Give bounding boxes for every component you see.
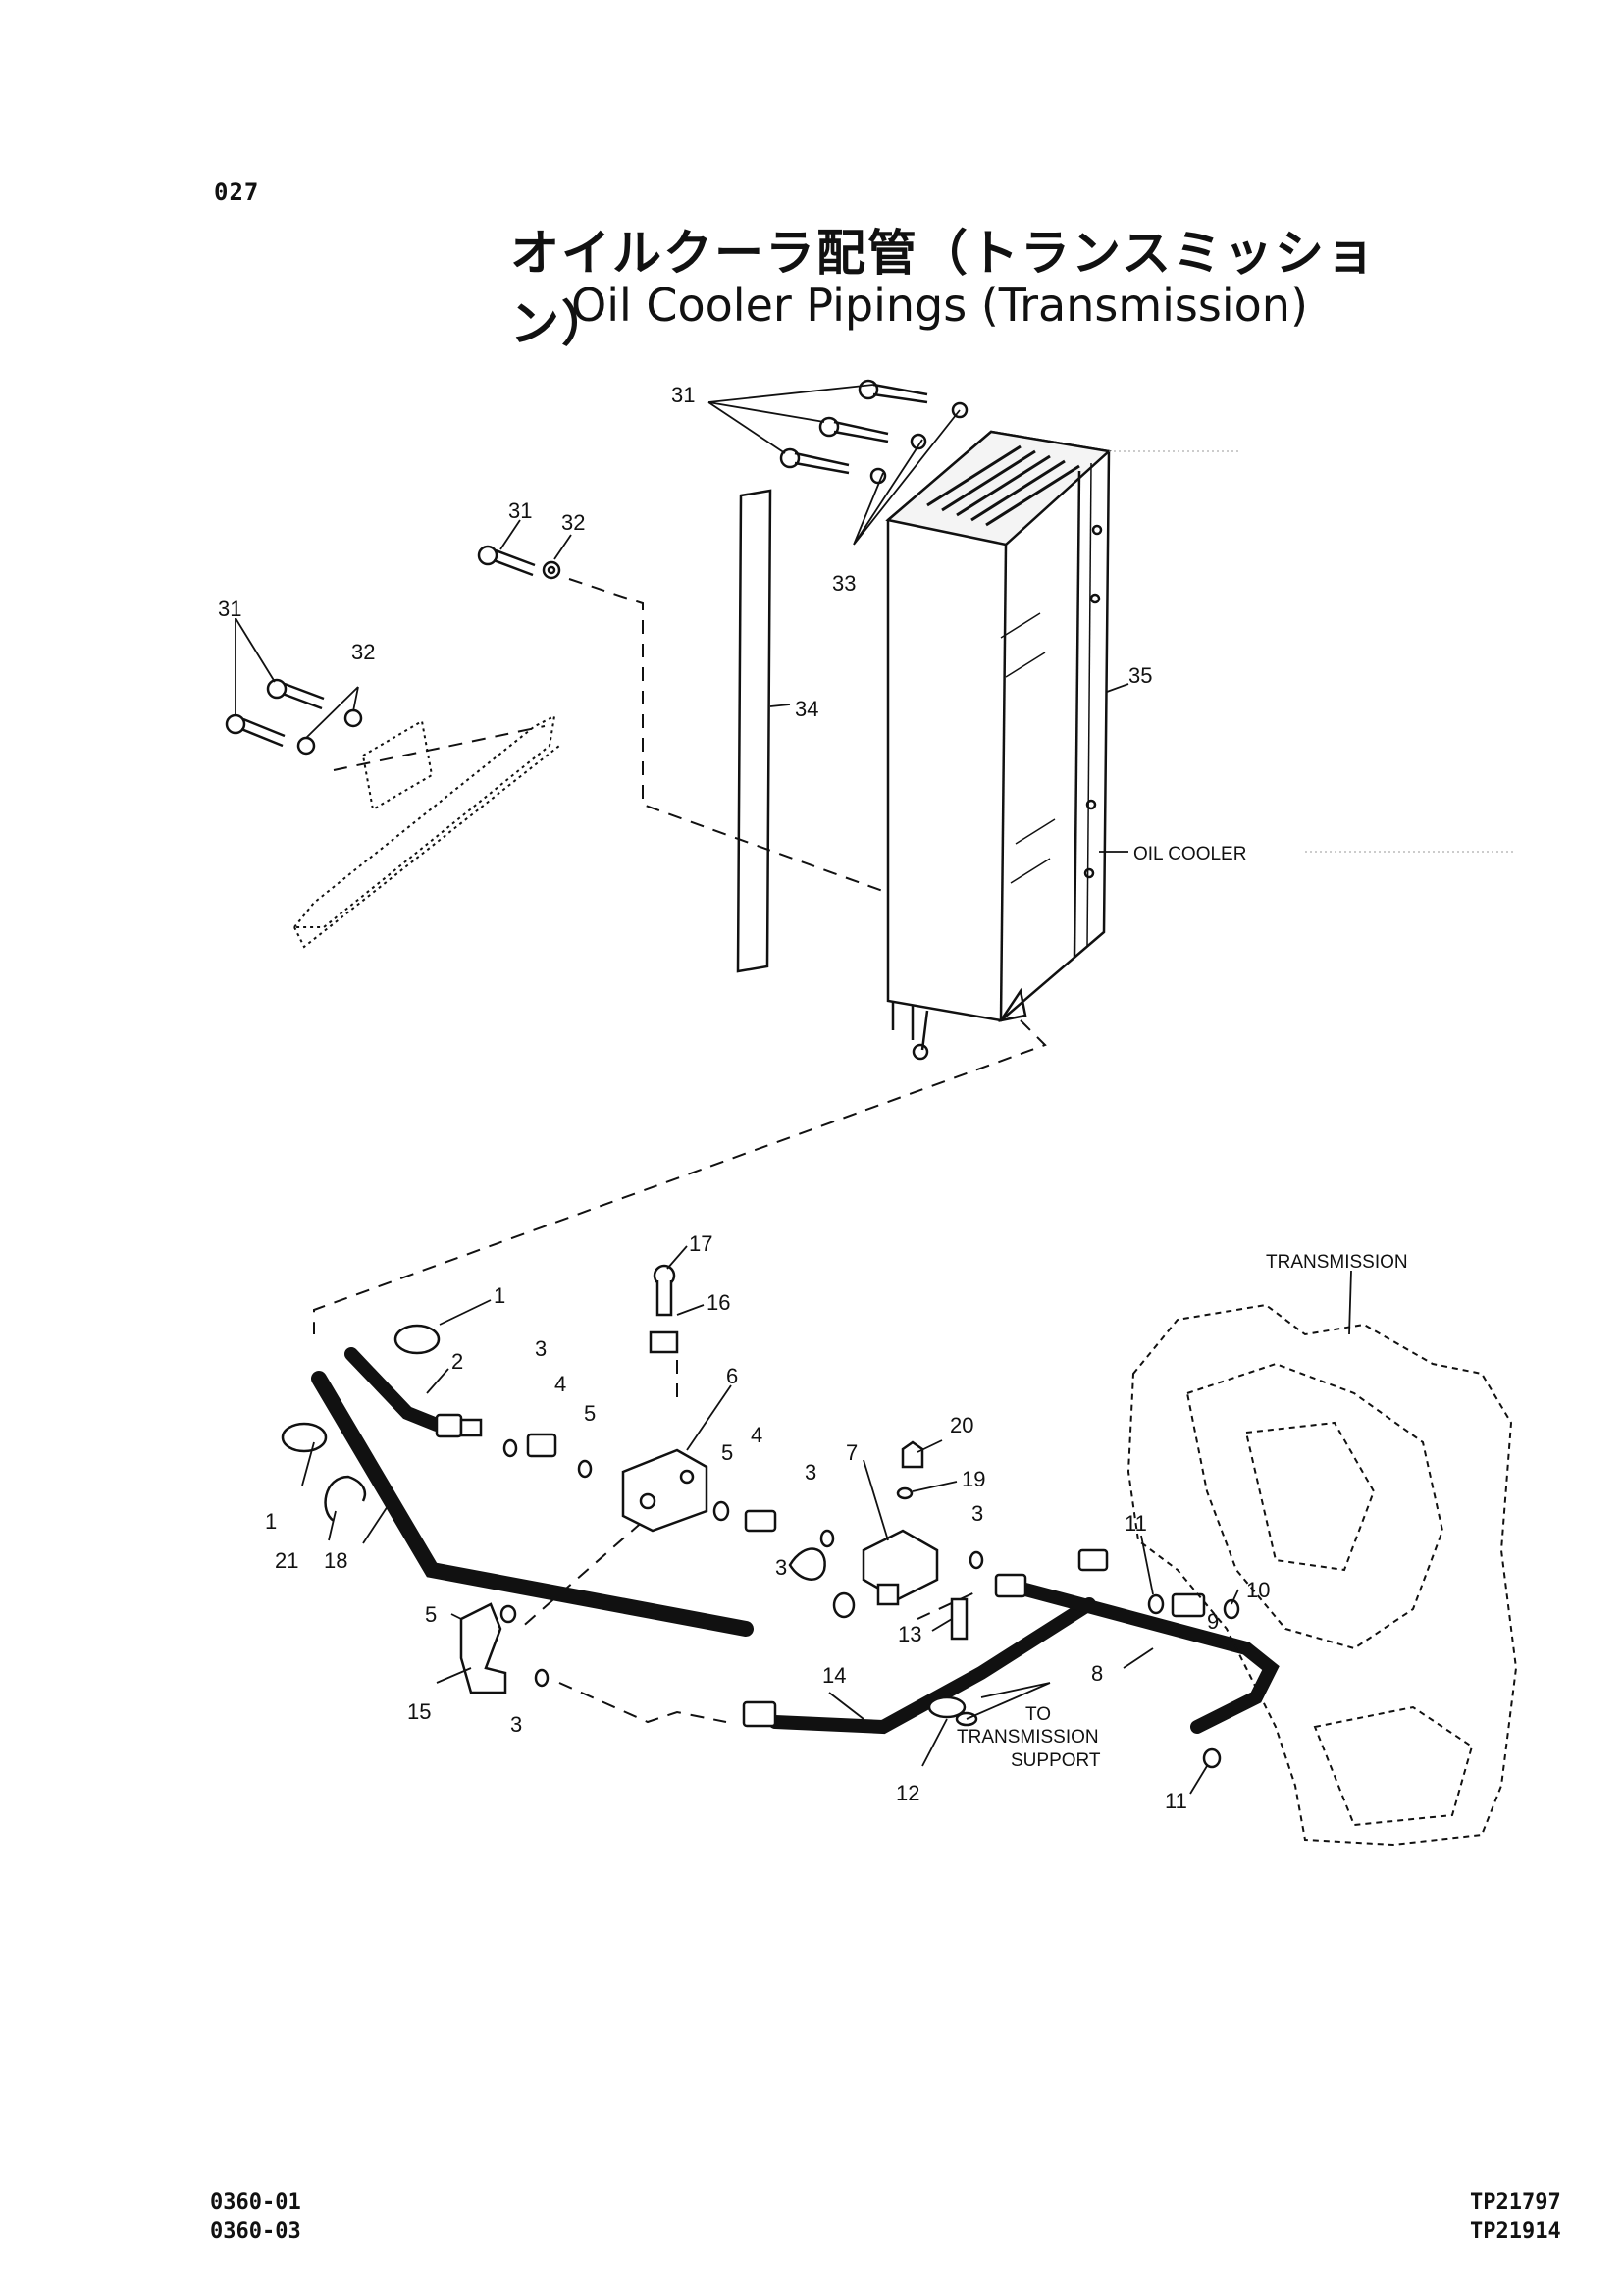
callout-10: 10: [1246, 1578, 1270, 1602]
page-number: 027: [214, 179, 260, 206]
callout-3: 3: [805, 1460, 816, 1485]
oil-cooler-part: [885, 430, 1112, 1061]
callout-12: 12: [896, 1781, 919, 1805]
title-japanese: オイルクーラ配管（トランスミッション）: [510, 225, 1377, 352]
callout-16: 16: [707, 1290, 730, 1315]
callout-8: 8: [1091, 1661, 1103, 1686]
footer-code-right-1: TP21797: [1470, 2190, 1561, 2215]
callout-4: 4: [554, 1372, 566, 1396]
callout-3: 3: [535, 1336, 547, 1361]
fittings: [281, 1264, 1240, 1769]
callouts: 31 31 32 31 32 33 34 35 OIL COOLER TRANS…: [218, 383, 1408, 1813]
callout-7: 7: [846, 1440, 858, 1465]
callout-31: 31: [671, 383, 695, 407]
callout-1: 1: [265, 1509, 277, 1534]
footer-code-left-1: 0360-01: [210, 2190, 301, 2215]
callout-1: 1: [494, 1283, 505, 1308]
callout-17: 17: [689, 1231, 712, 1256]
callout-11: 11: [1165, 1789, 1187, 1813]
callout-5: 5: [425, 1602, 437, 1627]
cooler-bolts: [779, 379, 969, 485]
callout-4: 4: [751, 1423, 762, 1447]
callout-5: 5: [584, 1401, 596, 1426]
transmission-support-label-line1: TRANSMISSION: [957, 1727, 1099, 1747]
callout-5: 5: [721, 1440, 733, 1465]
callout-33: 33: [832, 571, 856, 596]
callout-11: 11: [1125, 1511, 1147, 1536]
transmission-support-label-line2: SUPPORT: [1011, 1750, 1101, 1771]
callout-32: 32: [351, 640, 375, 664]
footer-code-left-2: 0360-03: [210, 2219, 301, 2244]
title-english: Oil Cooler Pipings (Transmission): [571, 279, 1308, 332]
callout-18: 18: [324, 1548, 347, 1573]
callout-31: 31: [218, 597, 241, 621]
seal-strip-part: [736, 489, 772, 973]
transmission-label: TRANSMISSION: [1266, 1252, 1408, 1273]
callout-3: 3: [775, 1555, 787, 1580]
callout-21: 21: [275, 1548, 298, 1573]
callout-19: 19: [962, 1467, 985, 1491]
transmission-part: [1126, 1303, 1518, 1847]
footer-code-right-2: TP21914: [1470, 2219, 1561, 2244]
callout-9: 9: [1207, 1609, 1219, 1634]
callout-15: 15: [407, 1699, 431, 1724]
callout-6: 6: [726, 1364, 738, 1388]
hose-18: [311, 1371, 754, 1637]
callout-2: 2: [451, 1349, 463, 1374]
bracket-part: [291, 714, 560, 949]
hose-2: [344, 1347, 444, 1432]
callout-34: 34: [795, 697, 818, 721]
to-label: TO: [1025, 1704, 1051, 1725]
bracket-bolt-upper: [477, 545, 561, 580]
callout-35: 35: [1128, 663, 1152, 688]
oil-cooler-label: OIL COOLER: [1133, 844, 1246, 864]
callout-31: 31: [508, 498, 532, 523]
callout-32: 32: [561, 510, 585, 535]
callout-3: 3: [510, 1712, 522, 1737]
callout-14: 14: [822, 1663, 846, 1688]
bracket-bolts-left: [225, 678, 363, 756]
hose-8: [1019, 1583, 1280, 1734]
callout-20: 20: [950, 1413, 973, 1437]
hose-14: [768, 1597, 1096, 1735]
callout-3: 3: [971, 1501, 983, 1526]
callout-13: 13: [898, 1622, 921, 1646]
